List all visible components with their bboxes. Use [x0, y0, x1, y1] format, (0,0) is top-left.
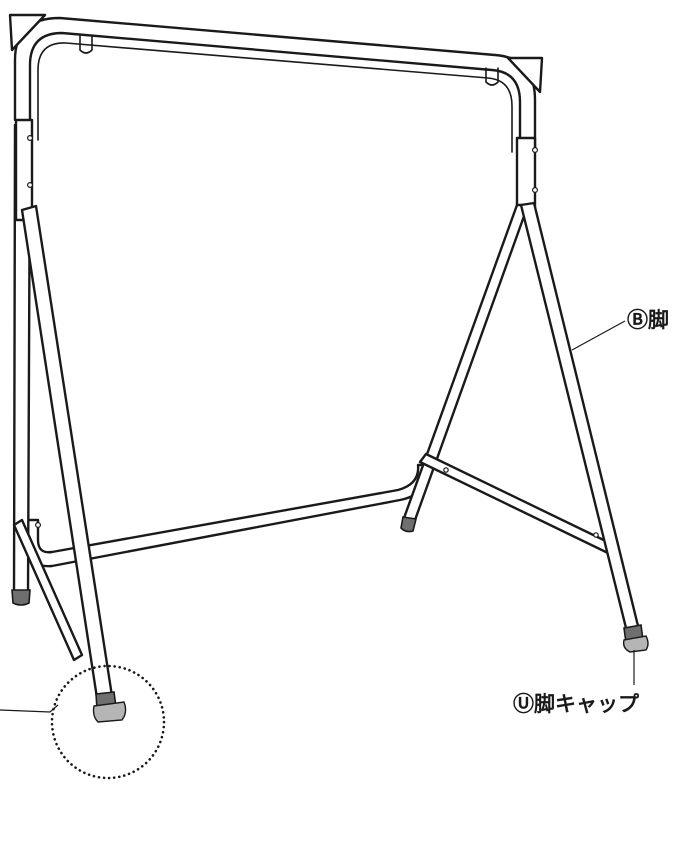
bolt — [27, 135, 34, 142]
bolt — [531, 147, 538, 154]
bolt — [593, 532, 599, 538]
left-rear-foot-cap — [11, 589, 31, 606]
hook-left — [79, 35, 93, 54]
top-frame — [8, 13, 544, 153]
detail-circle — [50, 664, 166, 780]
right-sleeve — [515, 136, 537, 210]
right-front-foot-cap-base — [622, 635, 649, 653]
top-frame-outer — [13, 16, 537, 152]
detail-leader-line — [0, 704, 59, 713]
leg-label: Ⓑ脚 — [627, 308, 669, 332]
right-front-leg — [519, 201, 641, 634]
corner-bracket-left — [8, 13, 47, 52]
panel-inner-edge — [37, 42, 513, 153]
leg-cap-label: Ⓤ脚キャップ — [513, 692, 639, 716]
corner-bracket-right — [506, 56, 544, 94]
bolt — [531, 187, 538, 194]
bolt — [34, 521, 41, 528]
left-rear-sleeve — [14, 118, 34, 222]
left-brace — [12, 518, 84, 662]
leg-leader-line — [571, 320, 626, 351]
hook-right — [485, 67, 499, 86]
bolt — [27, 182, 34, 189]
right-rear-foot-cap — [400, 516, 417, 533]
left-front-foot-cap-base — [92, 701, 127, 723]
bolt — [443, 467, 449, 473]
